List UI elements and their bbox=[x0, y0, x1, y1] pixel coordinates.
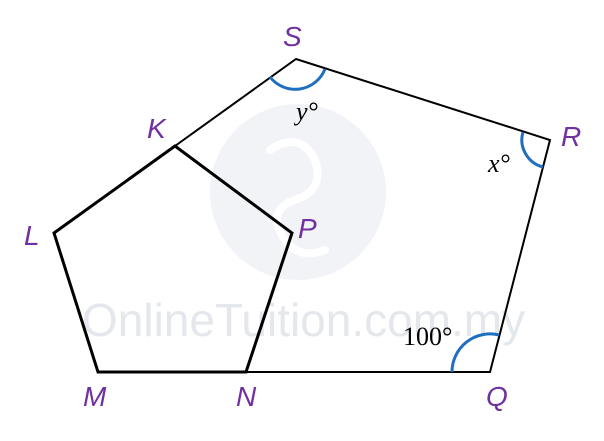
vertex-label-N: N bbox=[236, 381, 257, 412]
inner-pentagon-KLMNP bbox=[52, 144, 294, 374]
vertex-label-Q: Q bbox=[486, 381, 508, 412]
vertex-label-M: M bbox=[83, 381, 107, 412]
watermark-logo bbox=[210, 104, 386, 280]
vertex-label-S: S bbox=[283, 21, 302, 52]
angle-label-y: y° bbox=[293, 97, 318, 126]
angle-arc-Q bbox=[450, 332, 500, 373]
vertex-label-P: P bbox=[298, 213, 317, 244]
vertex-label-L: L bbox=[24, 220, 40, 251]
outer-pentagon-edges bbox=[97, 57, 552, 373]
angle-arc-S bbox=[268, 68, 327, 91]
vertex-label-R: R bbox=[561, 121, 581, 152]
watermark-text: OnlineTuition.com.my bbox=[82, 294, 525, 346]
angle-label-x: x° bbox=[487, 149, 510, 178]
angle-arc-R bbox=[520, 131, 544, 169]
angle-label-q: 100° bbox=[403, 322, 452, 351]
vertex-label-K: K bbox=[147, 113, 167, 144]
